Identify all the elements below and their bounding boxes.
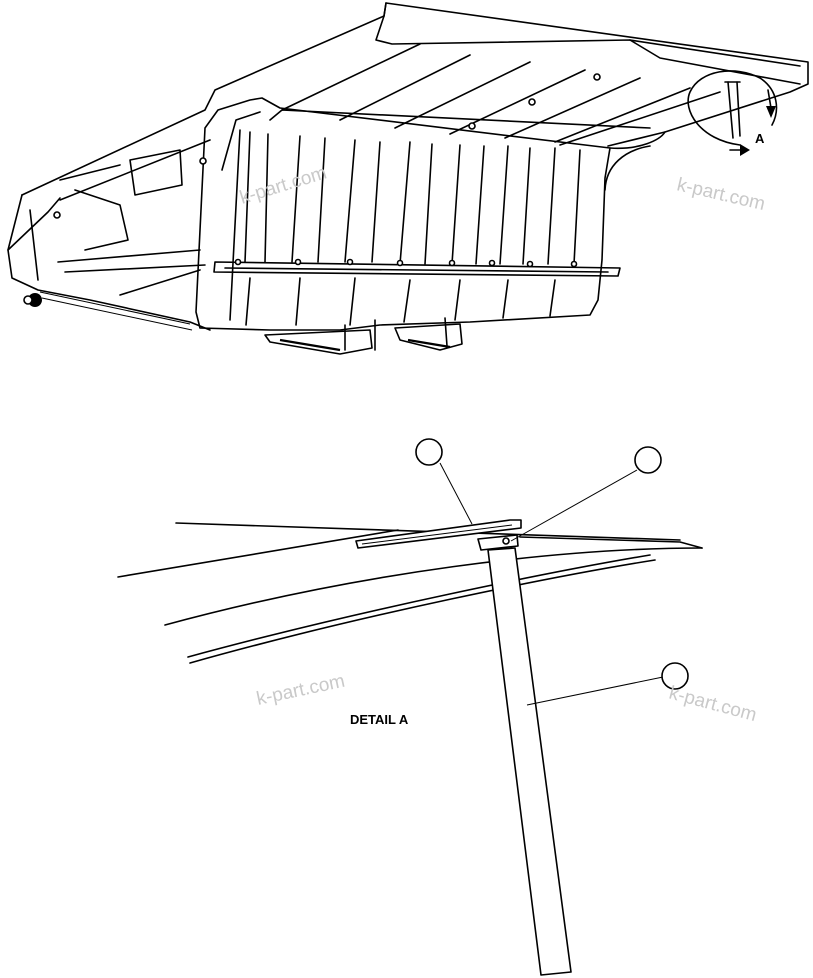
detail-marker-letter: A xyxy=(755,131,765,146)
callout-3[interactable] xyxy=(526,662,689,706)
watermark: k-part.com xyxy=(667,683,759,727)
detail-a-drawing xyxy=(117,519,703,976)
watermark: k-part.com xyxy=(237,162,329,208)
detail-a-marker[interactable]: A xyxy=(687,70,778,156)
callout-1[interactable] xyxy=(415,438,473,525)
detail-caption: DETAIL A xyxy=(350,712,409,727)
watermark: k-part.com xyxy=(675,174,767,215)
callout-2[interactable] xyxy=(510,446,662,542)
watermark: k-part.com xyxy=(255,671,347,710)
dump-body-drawing xyxy=(7,2,809,355)
